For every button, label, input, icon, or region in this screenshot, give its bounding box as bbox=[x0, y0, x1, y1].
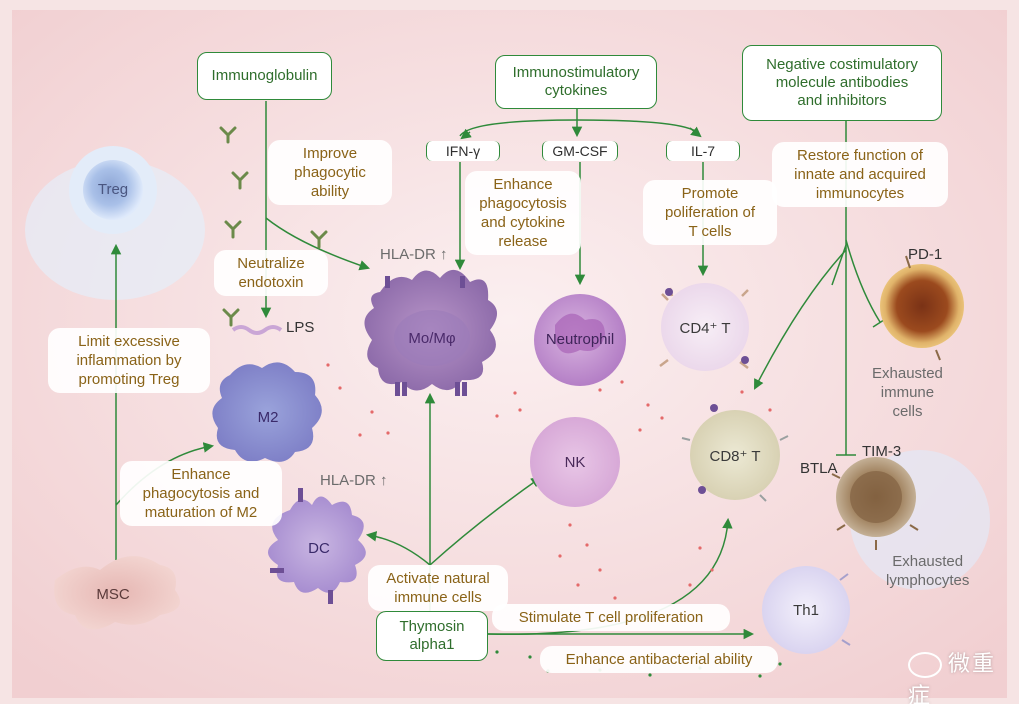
treg-label: Treg bbox=[97, 181, 129, 198]
immunostimulatory-box: Immunostimulatory cytokines bbox=[495, 55, 657, 109]
exhausted-lymphocytes-label: Exhausted lymphocytes bbox=[886, 553, 970, 589]
wechat-icon bbox=[908, 652, 942, 679]
immunoglobulin-label: Immunoglobulin bbox=[211, 67, 318, 84]
m2-cell bbox=[212, 362, 322, 462]
antibacterial-note: Enhance antibacterial ability bbox=[540, 646, 778, 673]
improve-phagocytic-note: Improve phagocytic ability bbox=[268, 140, 392, 205]
enhance-phagocytosis-cytokine-note: Enhance phagocytosis and cytokine releas… bbox=[465, 171, 581, 255]
dc-label: DC bbox=[308, 540, 330, 557]
immunoglobulin-box: Immunoglobulin bbox=[197, 52, 332, 100]
cd8-t-label: CD8⁺ T bbox=[709, 448, 761, 465]
dc-cell bbox=[268, 488, 366, 604]
cd8-t-cell bbox=[681, 404, 789, 502]
msc-label: MSC bbox=[96, 586, 130, 603]
watermark-label: 微重症 bbox=[908, 651, 997, 704]
msc-cell bbox=[54, 556, 180, 630]
neutrophil-cell bbox=[534, 294, 626, 386]
gm-csf-tag: GM-CSF bbox=[542, 141, 618, 161]
limit-inflammation-note: Limit excessive inflammation by promotin… bbox=[48, 328, 210, 393]
enhance-m2-note: Enhance phagocytosis and maturation of M… bbox=[120, 461, 282, 526]
thymosin-box: Thymosin alpha1 bbox=[376, 611, 488, 661]
exhausted-immune-cell bbox=[880, 255, 964, 361]
neutralize-endotoxin-note: Neutralize endotoxin bbox=[214, 250, 328, 296]
ifn-gamma-tag: IFN-γ bbox=[426, 141, 500, 161]
nk-cell bbox=[530, 417, 620, 507]
negative-costimulatory-label: Negative costimulatory molecule antibodi… bbox=[766, 56, 918, 109]
th1-label: Th1 bbox=[793, 602, 819, 619]
negative-costimulatory-box: Negative costimulatory molecule antibodi… bbox=[742, 45, 942, 121]
btla-label: BTLA bbox=[800, 460, 838, 477]
promote-proliferation-note: Promote poliferation of T cells bbox=[643, 180, 777, 245]
m2-label: M2 bbox=[257, 409, 279, 426]
macrophage-cell bbox=[364, 269, 498, 396]
activate-natural-note: Activate natural immune cells bbox=[368, 565, 508, 611]
lps-label: LPS bbox=[286, 319, 315, 336]
nk-label: NK bbox=[564, 454, 586, 471]
neutrophil-label: Neutrophil bbox=[545, 331, 615, 348]
hla-dr-label-1: HLA-DR ↑ bbox=[380, 246, 448, 263]
tim3-label: TIM-3 bbox=[862, 443, 902, 460]
cd4-t-label: CD4⁺ T bbox=[679, 320, 731, 337]
watermark: 微重症 bbox=[908, 646, 1019, 704]
thymosin-label: Thymosin alpha1 bbox=[399, 618, 465, 653]
hla-dr-label-2: HLA-DR ↑ bbox=[320, 472, 388, 489]
treg-cell bbox=[69, 146, 157, 234]
restore-function-note: Restore function of innate and acquired … bbox=[772, 142, 948, 207]
exhausted-lymphocyte-cell bbox=[831, 457, 919, 550]
il7-tag: IL-7 bbox=[666, 141, 740, 161]
th1-cell bbox=[762, 566, 851, 654]
pd1-label: PD-1 bbox=[908, 246, 943, 263]
cd4-t-cell bbox=[659, 283, 749, 371]
mo-mphi-label: Mo/Mφ bbox=[408, 330, 456, 347]
immunostimulatory-label: Immunostimulatory cytokines bbox=[512, 64, 640, 99]
stimulate-t-note: Stimulate T cell proliferation bbox=[492, 604, 730, 631]
exhausted-immune-label: Exhausted immune cells bbox=[872, 365, 943, 420]
